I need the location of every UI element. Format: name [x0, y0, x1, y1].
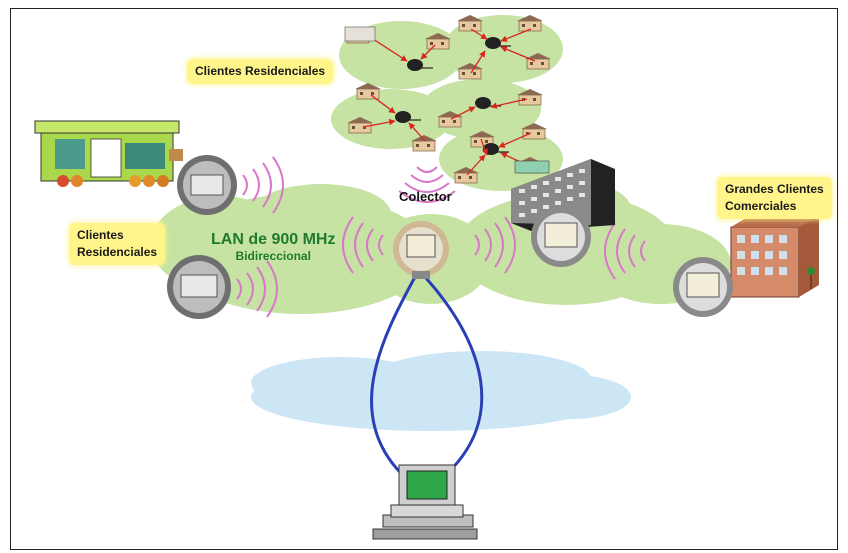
signal-waves-icon — [236, 156, 646, 318]
label-commercial-line2: Comerciales — [725, 199, 797, 213]
residential-cluster-group — [331, 14, 563, 191]
label-residential-top-text: Clientes Residenciales — [195, 64, 326, 78]
label-residential-left: Clientes Residenciales — [69, 223, 166, 265]
label-residential-top: Clientes Residenciales — [187, 59, 334, 84]
store-icon — [34, 120, 183, 187]
label-residential-left-line1: Clientes — [77, 228, 124, 242]
office-building-icon — [511, 159, 615, 231]
house-icon — [456, 14, 484, 32]
meter-icon — [177, 155, 237, 215]
meter-icon — [673, 257, 733, 317]
wan-cloud — [251, 351, 631, 431]
network-diagram — [34, 14, 819, 540]
label-collector: Colector — [399, 189, 452, 204]
commercial-building-icon — [730, 215, 819, 298]
meter-icon — [531, 207, 591, 267]
diagram-frame: Clientes Residenciales Clientes Residenc… — [10, 8, 838, 550]
label-lan: LAN de 900 MHz Bidireccional — [211, 231, 335, 263]
label-residential-left-line2: Residenciales — [77, 245, 158, 259]
computer-icon — [372, 464, 478, 540]
label-commercial: Grandes Clientes Comerciales — [717, 177, 832, 219]
meter-icon — [167, 255, 231, 319]
label-lan-line1: LAN de 900 MHz — [211, 231, 336, 248]
collector-meter-icon — [393, 221, 449, 279]
label-commercial-line1: Grandes Clientes — [725, 182, 824, 196]
label-lan-line2: Bidireccional — [235, 249, 311, 263]
wan-links — [370, 275, 484, 481]
